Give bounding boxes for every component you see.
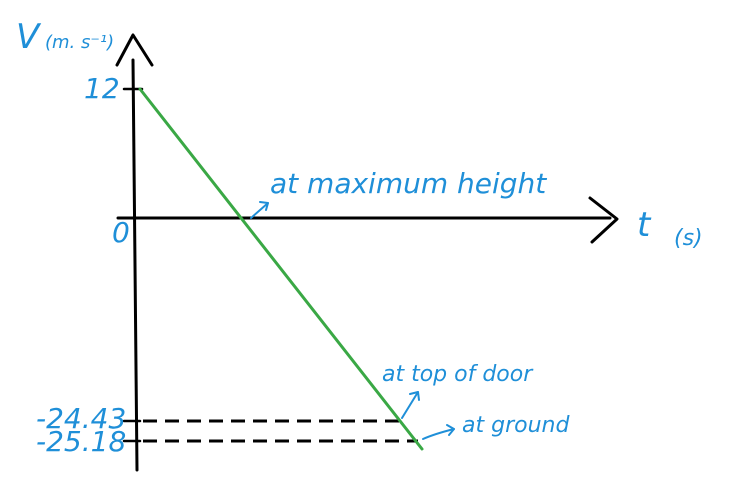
x-axis-unit: (s) xyxy=(674,226,703,251)
reference-lines xyxy=(143,419,418,443)
y-axis xyxy=(131,58,139,472)
y-tick-label-12: 12 xyxy=(84,72,120,105)
annotation-top-of-door: at top of door xyxy=(382,362,534,387)
annotation-arrows xyxy=(250,201,455,440)
annotation-ground: at ground xyxy=(462,413,570,438)
max-height-arrow xyxy=(250,202,269,219)
max-height-arrowhead xyxy=(259,201,269,211)
top-of-door-arrowhead xyxy=(409,391,420,401)
ground-arrow xyxy=(422,428,455,440)
annotation-max-height: at maximum height xyxy=(270,167,547,200)
y-tick-label-24-43: -24.43 xyxy=(36,402,126,435)
origin-label: 0 xyxy=(112,216,130,249)
y-tick-label-25-18: -25.18 xyxy=(36,425,126,458)
velocity-line xyxy=(138,87,424,451)
x-axis-arrowhead xyxy=(588,196,619,244)
top-of-door-arrow xyxy=(401,391,419,419)
y-axis-arrowhead xyxy=(115,33,154,67)
x-axis-label: t xyxy=(637,205,652,245)
axes xyxy=(115,33,619,472)
ground-arrowhead xyxy=(446,424,455,436)
y-axis-label: V xyxy=(16,17,42,57)
y-axis-unit: (m. s⁻¹) xyxy=(45,32,114,53)
